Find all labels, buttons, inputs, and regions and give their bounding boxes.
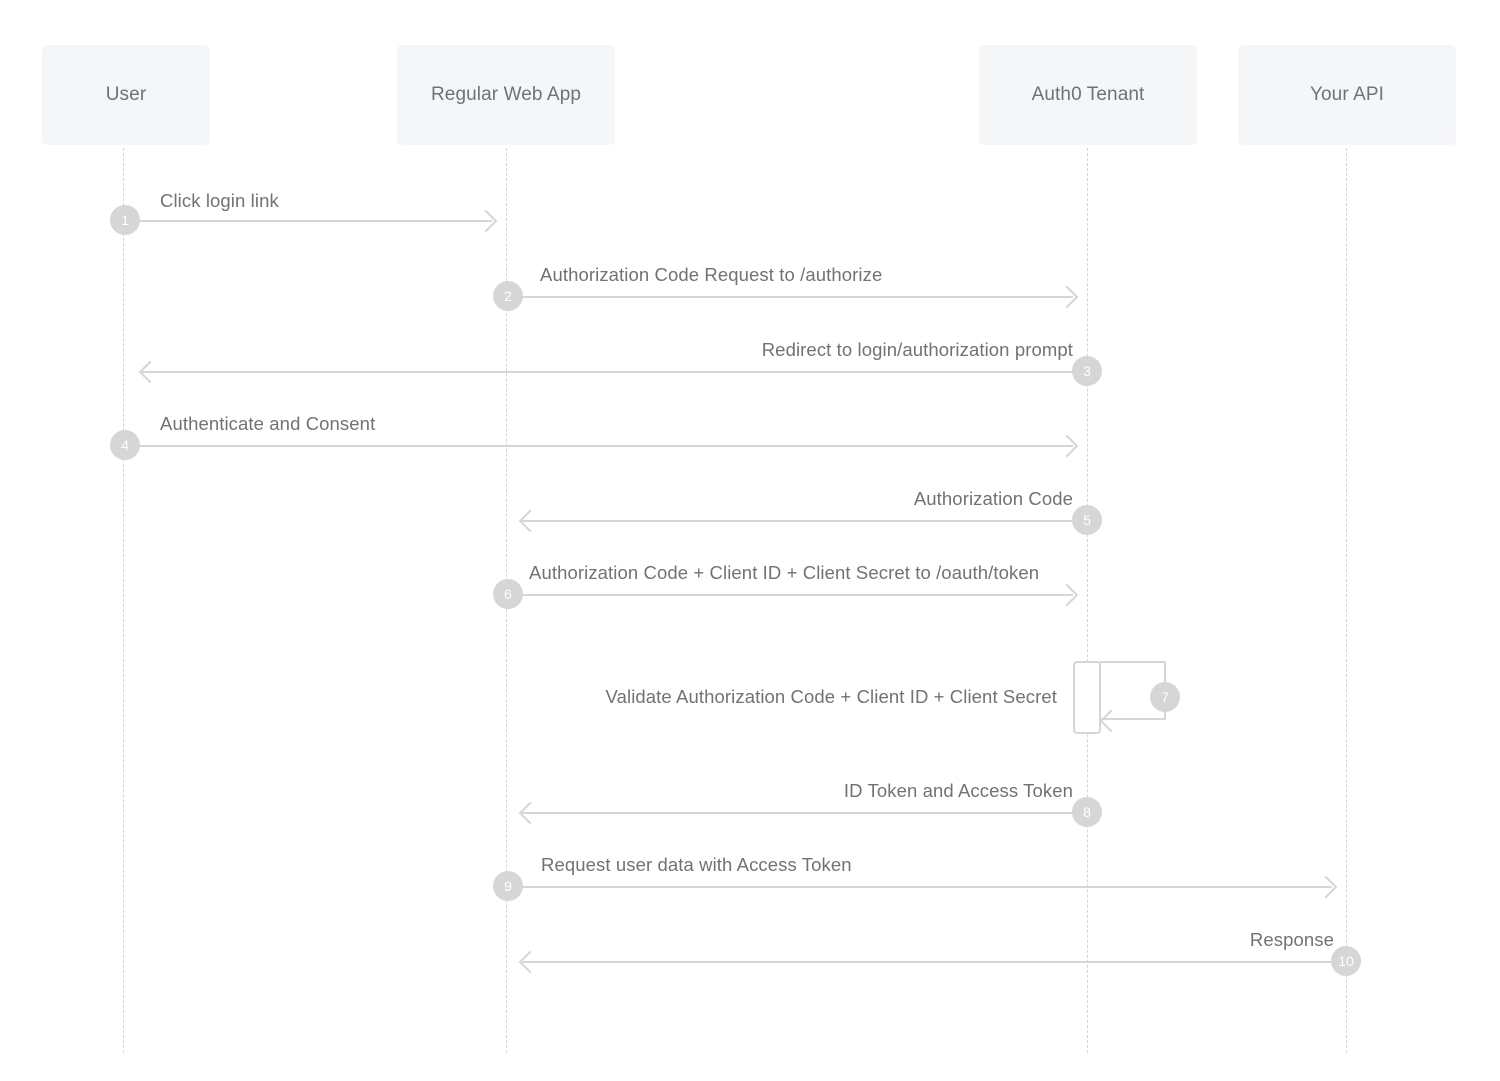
step-number-5: 5 <box>1072 505 1102 535</box>
actor-box-user: User <box>42 45 210 145</box>
message-label-4: Authenticate and Consent <box>160 413 376 434</box>
step-number-6: 6 <box>493 579 523 609</box>
actor-label-user: User <box>105 84 147 105</box>
step-number-8: 8 <box>1072 797 1102 827</box>
message-arrowhead-5 <box>518 509 542 533</box>
message-label-1: Click login link <box>160 190 279 211</box>
message-arrow-10 <box>522 961 1344 963</box>
actor-box-regular-web-app: Regular Web App <box>397 45 615 145</box>
lifeline-your-api <box>1346 148 1347 1053</box>
step-number-3: 3 <box>1072 356 1102 386</box>
step-number-4: 4 <box>110 430 140 460</box>
lifeline-auth0-tenant <box>1087 148 1088 1053</box>
actor-label-auth0-tenant: Auth0 Tenant <box>1031 84 1145 105</box>
message-label-10: Response <box>1249 929 1334 950</box>
message-label-9: Request user data with Access Token <box>541 854 852 875</box>
message-label-5: Authorization Code <box>913 488 1073 509</box>
actor-box-auth0-tenant: Auth0 Tenant <box>979 45 1197 145</box>
message-arrowhead-8 <box>518 801 542 825</box>
message-arrowhead-6 <box>1055 583 1079 607</box>
message-arrowhead-3 <box>138 360 162 384</box>
message-label-6: Authorization Code + Client ID + Client … <box>529 562 1040 583</box>
message-arrowhead-2 <box>1055 285 1079 309</box>
message-arrow-3 <box>142 371 1085 373</box>
lifeline-user <box>123 148 124 1053</box>
message-label-3: Redirect to login/authorization prompt <box>761 339 1073 360</box>
step-number-2: 2 <box>493 281 523 311</box>
message-arrow-2 <box>508 296 1073 298</box>
step-number-10: 10 <box>1331 946 1361 976</box>
actor-label-your-api: Your API <box>1309 84 1385 105</box>
step-number-7: 7 <box>1150 682 1180 712</box>
message-arrow-6 <box>508 594 1073 596</box>
message-arrow-8 <box>522 812 1085 814</box>
step-number-9: 9 <box>493 871 523 901</box>
actor-box-your-api: Your API <box>1238 45 1456 145</box>
message-arrowhead-10 <box>518 950 542 974</box>
actor-label-regular-web-app: Regular Web App <box>430 84 582 105</box>
message-arrow-4 <box>125 445 1073 447</box>
message-arrow-1 <box>125 220 492 222</box>
step-number-1: 1 <box>110 205 140 235</box>
message-arrowhead-4 <box>1055 434 1079 458</box>
activation-box-auth0-tenant <box>1073 661 1101 734</box>
message-arrowhead-9 <box>1314 875 1338 899</box>
message-arrow-5 <box>522 520 1085 522</box>
message-label-8: ID Token and Access Token <box>843 780 1073 801</box>
message-arrow-9 <box>508 886 1332 888</box>
message-label-7: Validate Authorization Code + Client ID … <box>605 686 1057 707</box>
message-label-2: Authorization Code Request to /authorize <box>540 264 883 285</box>
message-arrowhead-1 <box>474 209 498 233</box>
